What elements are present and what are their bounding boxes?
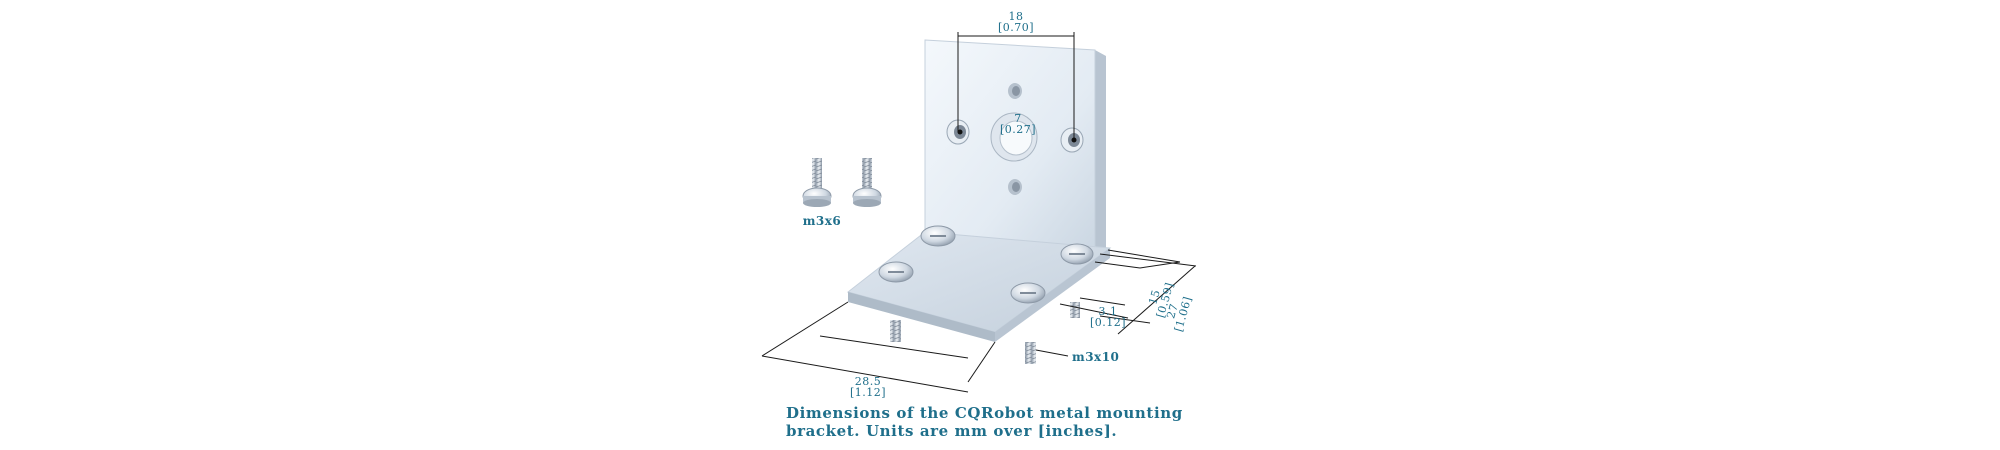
tapped-hole-bottom — [1008, 179, 1022, 195]
dim-center-hole-in: [0.27] — [1000, 123, 1036, 136]
dim-hole-spacing-in: [0.70] — [998, 21, 1034, 34]
dim-base-width-in: [1.12] — [850, 386, 886, 399]
aluminum-bracket — [846, 39, 1112, 364]
screw-thread-left — [890, 320, 901, 342]
center-shaft-hole — [990, 112, 1038, 162]
caption-line-2: bracket. Units are mm over [inches]. — [786, 422, 1118, 440]
dimension-lines — [761, 32, 1197, 393]
base-plate-right-edge — [995, 248, 1110, 342]
short-screw-label: m3x6 — [803, 214, 842, 228]
dim-hole-spacing-mm: 18 — [1009, 10, 1024, 23]
leader-dot-left — [957, 129, 963, 135]
dim-base-width-mm: 28.5 — [855, 375, 882, 388]
dim-base-hole-spacing-mm: 15 — [1146, 288, 1163, 306]
caption-line-1: Dimensions of the CQRobot metal mounting — [786, 404, 1183, 422]
base-plate-front-edge — [848, 292, 995, 342]
dim-center-hole-mm: 7 — [1014, 112, 1022, 125]
figure-caption: Dimensions of the CQRobot metal mounting… — [786, 404, 1206, 440]
screw-thread-right — [1025, 342, 1036, 364]
screw-thread-back — [1070, 302, 1080, 318]
dim-plate-thickness-mm: 3.1 — [1099, 305, 1118, 318]
loose-screw-left — [802, 158, 832, 207]
base-screw-back-left — [920, 225, 956, 247]
base-screw-front-right — [1010, 282, 1046, 304]
dim-plate-thickness-in: [0.12] — [1090, 316, 1126, 329]
leader-dot-right — [1071, 137, 1077, 143]
loose-screw-right — [852, 158, 882, 207]
long-screw-label: m3x10 — [1072, 350, 1119, 364]
base-screw-back-right — [1060, 243, 1094, 265]
plate-side-edge — [1095, 50, 1106, 252]
dim-base-depth-mm: 27 — [1164, 302, 1181, 320]
base-screw-front-left — [878, 261, 914, 283]
tapped-hole-top — [1008, 83, 1022, 99]
